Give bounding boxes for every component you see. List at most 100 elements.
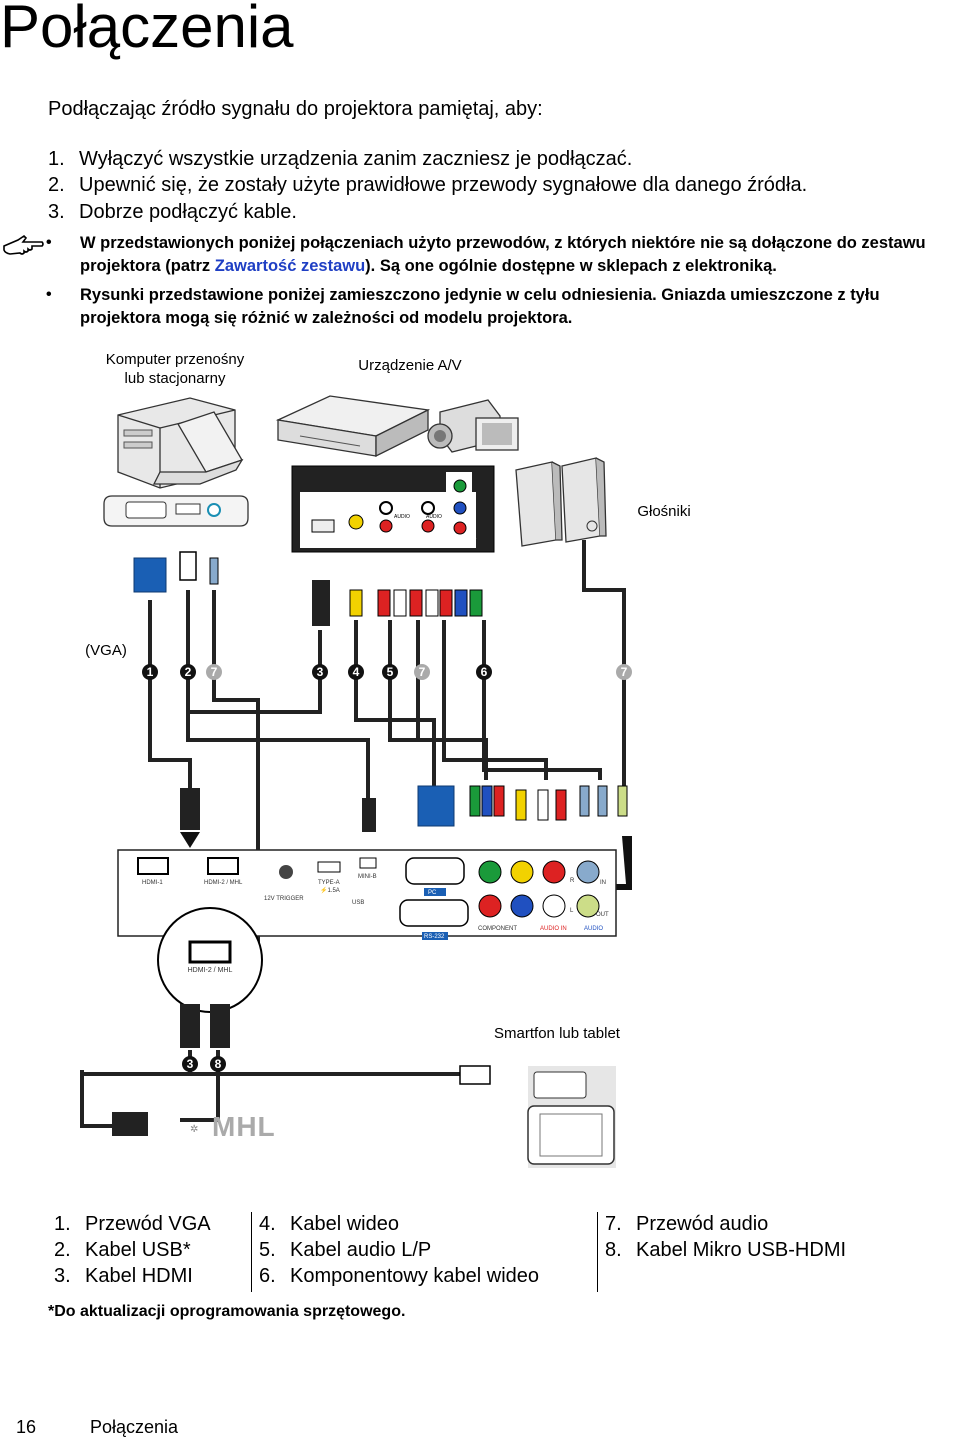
svg-text:VIDEO: VIDEO bbox=[382, 538, 398, 544]
svg-text:4: 4 bbox=[353, 665, 360, 679]
smartphone-tablet-icon bbox=[527, 1066, 616, 1168]
connection-diagram: HDMI VIDEO VIDEO VIDEO COMPONENT AUDIO A… bbox=[80, 395, 632, 1168]
projector-rear-panel: HDMI-1 HDMI-2 / MHL 12V TRIGGER TYPE-A ⚡… bbox=[117, 849, 617, 940]
hdmi-plug-icon bbox=[312, 580, 330, 626]
cable-number-1: 1 bbox=[142, 664, 158, 680]
mhl-logo: ✲ MHL bbox=[190, 1111, 275, 1142]
vga-plug-icon bbox=[417, 785, 455, 827]
laptop-icon bbox=[152, 411, 244, 485]
hdmi2-callout: HDMI-2 / MHL bbox=[157, 907, 263, 1013]
vga-plug-icon bbox=[133, 557, 167, 593]
svg-text:HDMI-2 / MHL: HDMI-2 / MHL bbox=[204, 880, 243, 886]
svg-text:12V TRIGGER: 12V TRIGGER bbox=[264, 896, 304, 902]
svg-text:2: 2 bbox=[185, 665, 192, 679]
step-text: Dobrze podłączyć kable. bbox=[79, 201, 297, 223]
svg-text:R: R bbox=[570, 878, 575, 884]
svg-text:8: 8 bbox=[215, 1057, 222, 1071]
svg-text:⚡1.5A: ⚡1.5A bbox=[320, 886, 340, 894]
svg-text:HDMI: HDMI bbox=[317, 538, 330, 544]
svg-text:HDMI-1: HDMI-1 bbox=[142, 880, 163, 886]
svg-text:USB: USB bbox=[352, 900, 364, 906]
note-1: W przedstawionych poniżej połączeniach u… bbox=[80, 232, 960, 278]
svg-text:AUDIO IN: AUDIO IN bbox=[540, 926, 567, 932]
svg-text:AUDIO: AUDIO bbox=[426, 514, 442, 520]
svg-text:TYPE-A: TYPE-A bbox=[318, 880, 340, 886]
svg-text:IN: IN bbox=[600, 880, 606, 886]
component-plugs-icon bbox=[469, 785, 628, 821]
computer-label: Komputer przenośny lub stacjonarny bbox=[105, 351, 245, 387]
vga-label: (VGA) bbox=[85, 642, 127, 659]
svg-text:OUT: OUT bbox=[596, 912, 609, 918]
speakers-icon bbox=[515, 457, 607, 547]
svg-text:RS-232: RS-232 bbox=[424, 934, 445, 940]
cable-number-6: 6 bbox=[476, 664, 492, 680]
micro-usb-plug-icon bbox=[459, 1065, 491, 1085]
svg-text:3: 3 bbox=[187, 1057, 194, 1071]
usb-mini-plug-icon bbox=[362, 798, 376, 832]
legend-divider bbox=[251, 1212, 252, 1292]
av-device-label: Urządzenie A/V bbox=[358, 357, 462, 374]
speakers-label: Głośniki bbox=[637, 503, 691, 520]
svg-text:COMPONENT: COMPONENT bbox=[444, 538, 477, 544]
note-1-text-end: ). Są one ogólnie dostępne w sklepach z … bbox=[365, 257, 777, 275]
hdmi-plug-icon bbox=[180, 1004, 200, 1048]
step-number: 2. bbox=[48, 174, 65, 196]
step-2: 2.Upewnić się, że zostały użyte prawidło… bbox=[48, 174, 807, 197]
legend-column-2: 4.Kabel wideo 5.Kabel audio L/P 6.Kompon… bbox=[259, 1211, 539, 1289]
legend-divider bbox=[597, 1212, 598, 1292]
svg-text:1: 1 bbox=[147, 665, 154, 679]
dvd-player-icon bbox=[275, 395, 431, 458]
component-plugs-icon bbox=[439, 589, 483, 617]
av-port-panel: HDMI VIDEO VIDEO VIDEO COMPONENT AUDIO A… bbox=[291, 465, 495, 553]
contents-link[interactable]: Zawartość zestawu bbox=[214, 257, 366, 275]
svg-text:VIDEO: VIDEO bbox=[420, 538, 436, 544]
legend-item: 2.Kabel USB* bbox=[54, 1239, 191, 1261]
page-title: Połączenia bbox=[0, 0, 294, 60]
svg-text:AUDIO: AUDIO bbox=[394, 514, 410, 520]
computer-port-panel bbox=[103, 495, 249, 527]
note-1-text-start: W przedstawionych poniżej połączeniach u… bbox=[80, 234, 926, 275]
video-plug-icon bbox=[349, 589, 363, 617]
svg-text:✲: ✲ bbox=[190, 1124, 198, 1135]
step-number: 1. bbox=[48, 148, 65, 170]
step-3: 3. Dobrze podłączyć kable. bbox=[48, 201, 297, 224]
svg-text:PC: PC bbox=[428, 890, 437, 896]
white-plug-icon bbox=[393, 589, 407, 617]
cable-number-7: 7 bbox=[616, 664, 632, 680]
cable-number-2: 2 bbox=[180, 664, 196, 680]
hdmi-plug-icon bbox=[112, 1112, 148, 1136]
legend-item: 3.Kabel HDMI bbox=[54, 1265, 193, 1287]
cable-number-8: 8 bbox=[210, 1056, 226, 1072]
step-text: Wyłączyć wszystkie urządzenia zanim zacz… bbox=[79, 148, 633, 170]
note-2: Rysunki przedstawione poniżej zamieszczo… bbox=[80, 286, 880, 327]
red-plug-icon bbox=[409, 589, 423, 617]
footnote: *Do aktualizacji oprogramowania sprzętow… bbox=[48, 1303, 406, 1320]
svg-text:L: L bbox=[570, 908, 574, 914]
svg-text:7: 7 bbox=[211, 665, 218, 679]
cable-number-5: 5 bbox=[382, 664, 398, 680]
cable-number-4: 4 bbox=[348, 664, 364, 680]
svg-text:AUDIO: AUDIO bbox=[584, 926, 603, 932]
cable-number-3: 3 bbox=[182, 1056, 198, 1072]
cable-number-7: 7 bbox=[206, 664, 222, 680]
svg-text:5: 5 bbox=[387, 665, 394, 679]
legend-item: 8.Kabel Mikro USB-HDMI bbox=[605, 1239, 847, 1261]
svg-text:7: 7 bbox=[419, 665, 426, 679]
page-number: 16 bbox=[16, 1417, 37, 1437]
hdmi-plug-icon bbox=[180, 788, 200, 830]
svg-text:COMPONENT: COMPONENT bbox=[478, 926, 517, 932]
cable-number-7: 7 bbox=[414, 664, 430, 680]
legend-column-3: 7.Przewód audio 8.Kabel Mikro USB-HDMI bbox=[605, 1211, 846, 1263]
red-plug-icon bbox=[377, 589, 391, 617]
smartphone-label: Smartfon lub tablet bbox=[494, 1025, 620, 1042]
footer-section-title: Połączenia bbox=[90, 1417, 179, 1437]
usb-plug-icon bbox=[179, 551, 197, 581]
legend-column-1: 1.Przewód VGA 2.Kabel USB* 3.Kabel HDMI bbox=[54, 1211, 211, 1289]
svg-text:HDMI-2 / MHL: HDMI-2 / MHL bbox=[188, 967, 233, 974]
legend-item: 6.Komponentowy kabel wideo bbox=[259, 1265, 540, 1287]
legend-item: 4.Kabel wideo bbox=[259, 1213, 399, 1235]
svg-text:6: 6 bbox=[481, 665, 488, 679]
legend-item: 1.Przewód VGA bbox=[54, 1213, 211, 1235]
step-number: 3. bbox=[48, 201, 65, 223]
bullet-icon: • bbox=[46, 286, 52, 303]
